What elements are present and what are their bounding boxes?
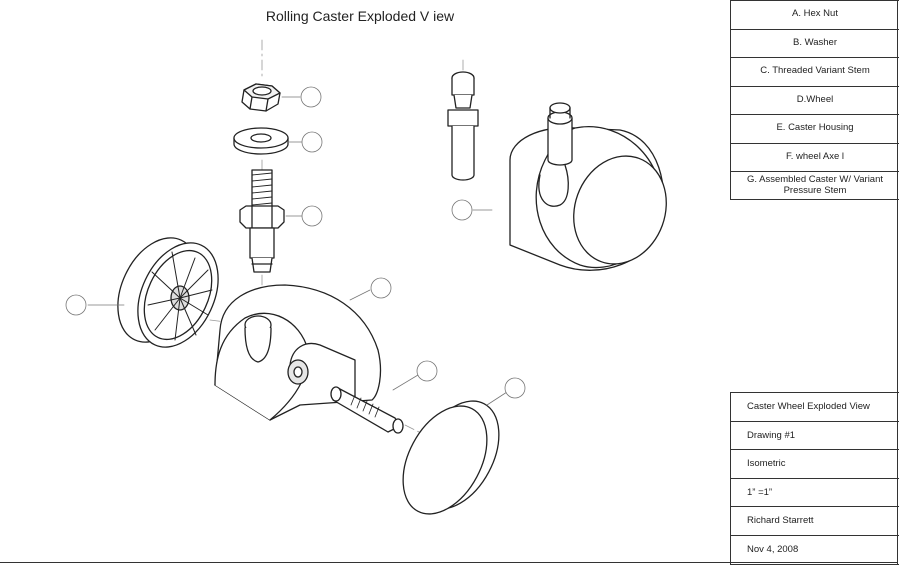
view-type: Isometric — [731, 450, 899, 479]
caster-housing-part — [214, 284, 382, 421]
callout-bubbles — [65, 86, 526, 406]
drawing-number: Drawing #1 — [731, 422, 899, 450]
hex-nut-part — [241, 83, 281, 112]
callout-b — [287, 131, 323, 153]
axle-part — [330, 386, 404, 434]
sheet-border-right — [897, 0, 898, 564]
drawing-title: Rolling Caster Exploded V iew — [265, 8, 455, 24]
parts-list-item: D.Wheel — [731, 87, 899, 115]
parts-list-table: A. Hex Nut B. Washer C. Threaded Variant… — [730, 0, 899, 200]
parts-list-item: A. Hex Nut — [731, 1, 899, 30]
left-wheel-part — [117, 237, 219, 348]
callout-g — [451, 199, 493, 221]
drawing-date: Nov 4, 2008 — [747, 544, 799, 556]
parts-list-item: E. Caster Housing — [731, 115, 899, 144]
callout-f — [392, 360, 438, 391]
title-block-table: Caster Wheel Exploded View Drawing #1 Is… — [730, 392, 899, 565]
sheet-border-bottom — [0, 562, 898, 563]
callout-e — [349, 277, 392, 301]
callout-c — [285, 205, 323, 227]
parts-list-item: F. wheel Axe l — [731, 144, 899, 172]
parts-list-item: C. Threaded Variant Stem — [731, 58, 899, 87]
exploded-view-illustration — [65, 39, 667, 515]
callout-a — [281, 86, 322, 108]
threaded-stem-part — [239, 169, 285, 273]
drawing-name: Caster Wheel Exploded View — [731, 393, 899, 422]
assembled-caster-part — [509, 102, 667, 271]
callout-d-left — [65, 294, 125, 316]
right-wheel-part — [402, 400, 500, 515]
parts-list-item: G. Assembled Caster W/ Variant Pressure … — [746, 173, 884, 196]
washer-part — [233, 127, 289, 155]
drawing-scale: 1” =1” — [731, 479, 899, 507]
parts-list-item: B. Washer — [731, 30, 899, 58]
pressure-stem-part — [447, 71, 479, 181]
callout-d-right — [486, 377, 526, 406]
drawing-author: Richard Starrett — [731, 507, 899, 536]
